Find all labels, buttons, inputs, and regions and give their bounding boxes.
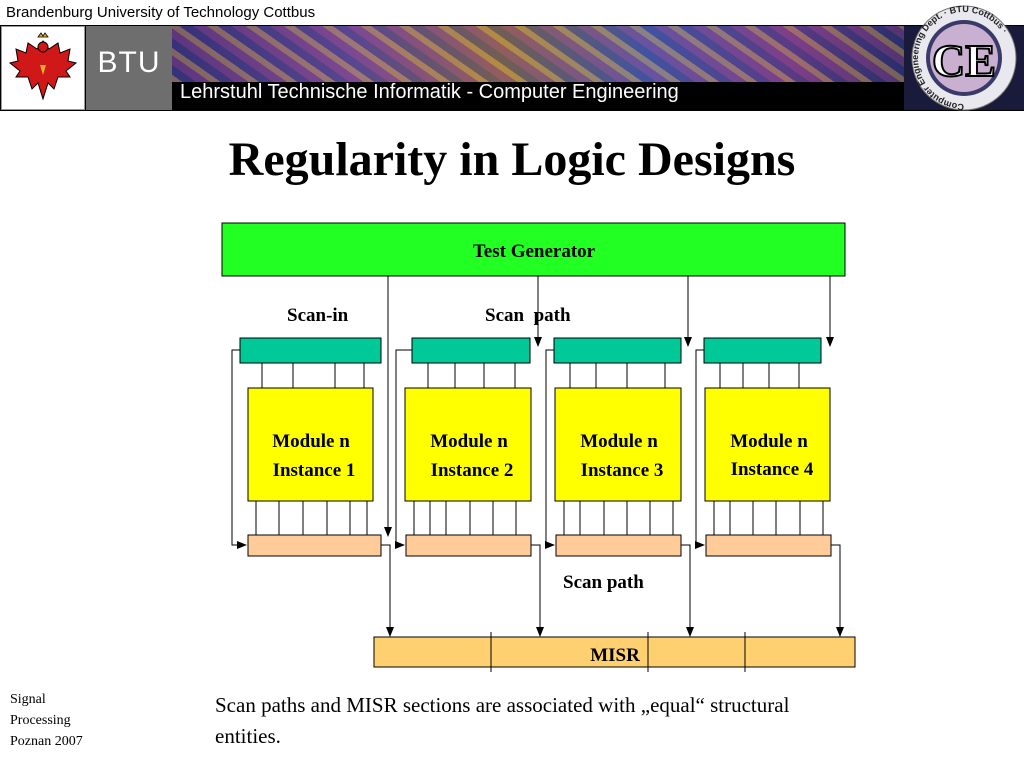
misr-label: MISR xyxy=(590,645,640,666)
chip-photo-banner xyxy=(172,26,904,82)
misr-section-dividers xyxy=(490,632,746,672)
ce-logo-text: CE xyxy=(932,35,996,86)
scan-in-label: Scan-in xyxy=(287,305,349,326)
module-input-wires xyxy=(261,363,800,388)
brandenburg-eagle-crest xyxy=(1,26,85,110)
btu-logo-panel xyxy=(86,26,172,110)
output-register-2 xyxy=(405,534,532,557)
chair-name: Lehrstuhl Technische Informatik - Comput… xyxy=(180,81,679,103)
test-generator-label: Test Generator xyxy=(473,241,596,262)
footer-info: Signal Processing Poznan 2007 xyxy=(10,689,83,752)
slide-caption: Scan paths and MISR sections are associa… xyxy=(215,693,790,748)
module-instance-2 xyxy=(404,387,532,502)
chair-strip xyxy=(172,82,904,110)
module-output-wires xyxy=(255,501,824,535)
module-1-line1: Module n xyxy=(272,431,350,452)
scan-register-2 xyxy=(411,337,531,364)
module-instance-1 xyxy=(247,387,374,502)
misr-box xyxy=(373,636,856,668)
module-4-line1: Module n xyxy=(730,431,808,452)
footer-line-1: Signal xyxy=(10,692,46,707)
module-4-line2: Instance 4 xyxy=(731,459,814,480)
btu-logo-text: BTU xyxy=(97,46,161,79)
module-3-line2: Instance 3 xyxy=(581,460,664,481)
output-register-3 xyxy=(555,534,682,557)
ce-logo-icon: Computer Engineering Dept. · BTU Cottbus… xyxy=(910,4,1017,112)
output-register-4 xyxy=(705,534,832,557)
scan-path-bottom-label: Scan path xyxy=(563,572,644,593)
scan-register-4 xyxy=(703,337,822,364)
module-2-line1: Module n xyxy=(430,431,508,452)
page-title: Regularity in Logic Designs xyxy=(228,133,796,186)
test-generator-box xyxy=(221,222,846,277)
footer-line-2: Processing xyxy=(10,713,71,728)
scan-path-connections xyxy=(231,276,844,637)
module-1-line2: Instance 1 xyxy=(273,460,356,481)
eagle-icon xyxy=(8,32,78,101)
module-3-line1: Module n xyxy=(580,431,658,452)
footer-line-3: Poznan 2007 xyxy=(10,734,83,749)
scan-register-1 xyxy=(239,337,382,364)
scan-path-top-label: Scan path xyxy=(485,305,571,326)
output-register-1 xyxy=(247,534,382,557)
module-instance-4 xyxy=(704,387,831,502)
module-2-line2: Instance 2 xyxy=(431,460,514,481)
module-instance-3 xyxy=(554,387,682,502)
scan-register-3 xyxy=(553,337,682,364)
university-name: Brandenburg University of Technology Cot… xyxy=(6,4,316,21)
